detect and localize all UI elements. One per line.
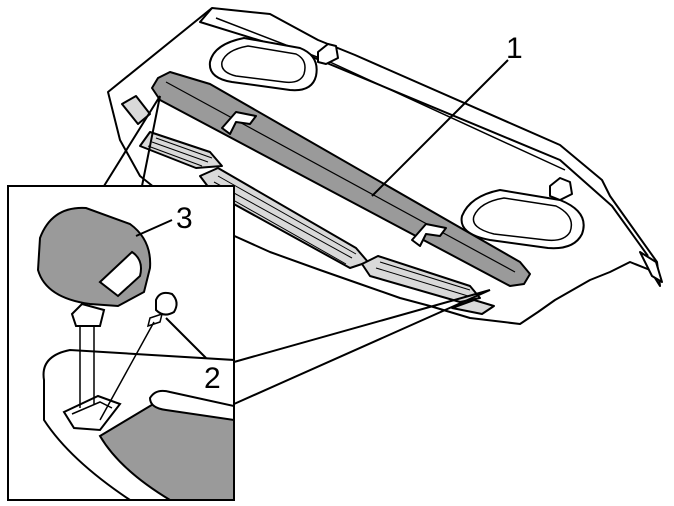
cover-cap-opening bbox=[98, 250, 142, 298]
callout-2: 2 bbox=[204, 362, 221, 395]
screw-head bbox=[155, 291, 178, 316]
left-speaker-window-inner bbox=[221, 45, 306, 84]
inset-leader-upper bbox=[103, 95, 161, 187]
screw bbox=[146, 291, 178, 328]
leader-1 bbox=[371, 59, 509, 197]
right-corner-tab bbox=[639, 251, 663, 283]
detail-inset bbox=[7, 95, 491, 501]
vent-grille-4 bbox=[121, 95, 151, 125]
vent-grille-5 bbox=[451, 299, 495, 315]
inset-leader-lower bbox=[233, 289, 491, 405]
cover-cap-peg bbox=[70, 302, 106, 327]
right-bracket bbox=[411, 223, 447, 247]
left-clip bbox=[317, 43, 339, 65]
guide-line-cap bbox=[79, 326, 95, 408]
parcel-shelf bbox=[107, 7, 663, 325]
callout-3: 3 bbox=[176, 202, 193, 235]
left-bracket bbox=[221, 111, 257, 135]
leader-2 bbox=[165, 317, 207, 359]
callout-leaders bbox=[135, 59, 509, 359]
right-speaker-window-inner bbox=[472, 197, 573, 242]
vent-grille-1 bbox=[139, 131, 223, 169]
vent-ribs bbox=[147, 137, 471, 297]
inset-trim-section bbox=[98, 398, 235, 501]
left-speaker-window bbox=[208, 37, 318, 92]
guide-line-screw bbox=[99, 321, 155, 421]
right-clip bbox=[549, 177, 573, 201]
inset-trim-roll bbox=[148, 389, 235, 422]
screw-shank bbox=[146, 312, 164, 328]
callout-1: 1 bbox=[506, 32, 523, 65]
rear-edge bbox=[199, 7, 649, 257]
vent-grilles bbox=[121, 95, 495, 315]
trim-strip-highlight bbox=[165, 81, 516, 273]
leader-3 bbox=[135, 219, 173, 237]
